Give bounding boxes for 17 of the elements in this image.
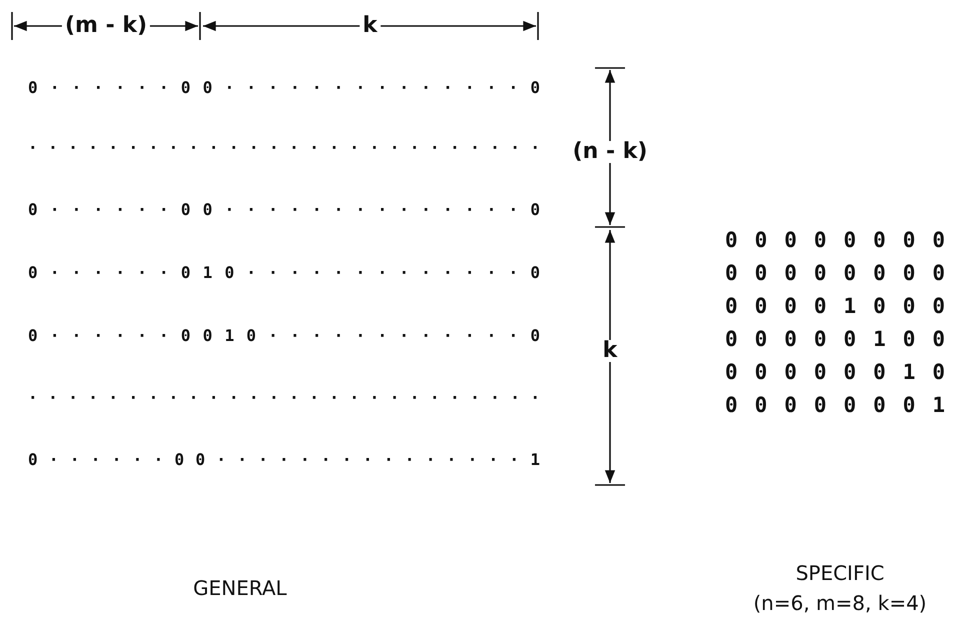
matrix-row: 0 0 0 0 0 0 0 0 (725, 263, 945, 284)
matrix-row: 0 · · · · · · 0 1 0 · · · · · · · · · · · · · 0 (28, 265, 540, 281)
matrix-row: 0 0 0 0 0 0 0 1 (725, 395, 945, 416)
matrix-row: 0 0 0 0 0 0 1 0 (725, 362, 945, 383)
matrix-row: 0 0 0 0 0 0 0 0 (725, 230, 945, 251)
matrix-row: · · · · · · · · · · · · · · · · · · · · · · · · · · (28, 390, 540, 406)
panel-caption: SPECIFIC (796, 563, 884, 583)
panel-caption: GENERAL (193, 578, 287, 598)
matrix-row: 0 · · · · · · 0 0 · · · · · · · · · · · · · · · 1 (28, 452, 540, 468)
matrix-row: · · · · · · · · · · · · · · · · · · · · · · · · · · (28, 140, 540, 156)
matrix-row: 0 0 0 0 0 1 0 0 (725, 329, 945, 350)
dimension-label: (m - k) (62, 15, 150, 37)
parameter-note: (n=6, m=8, k=4) (753, 593, 927, 613)
matrix-row: 0 0 0 0 1 0 0 0 (725, 296, 945, 317)
matrix-row: 0 · · · · · · 0 0 · · · · · · · · · · · · · · 0 (28, 202, 540, 218)
matrix-row: 0 · · · · · · 0 0 1 0 · · · · · · · · · · · · 0 (28, 328, 540, 344)
matrix-row: 0 · · · · · · 0 0 · · · · · · · · · · · · · · 0 (28, 80, 540, 96)
